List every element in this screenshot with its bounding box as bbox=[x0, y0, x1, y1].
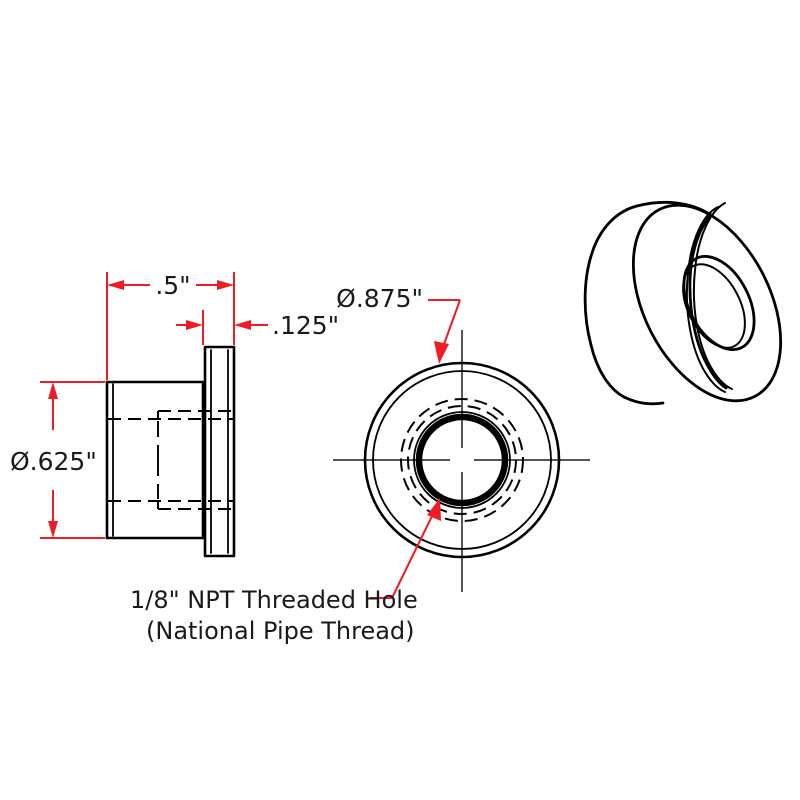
body-hidden-circle-outer bbox=[400, 398, 524, 522]
iso-flange-outer-ellipse bbox=[631, 203, 783, 403]
flange-inner-edge-circle bbox=[372, 370, 552, 550]
arrow-left bbox=[107, 280, 124, 290]
arrow-top bbox=[48, 382, 58, 399]
iso-flange-thickness-edge bbox=[685, 206, 726, 393]
isometric-3d-view bbox=[583, 200, 783, 406]
callout-note: 1/8" NPT Threaded Hole (National Pipe Th… bbox=[130, 586, 418, 645]
dimension-label-flange-thickness: .125" bbox=[272, 311, 339, 340]
iso-body-bottom-edge bbox=[622, 395, 665, 406]
side-body-outline bbox=[105, 380, 205, 540]
dimension-flange-thickness: .125" bbox=[176, 290, 339, 345]
leader-arrowhead bbox=[434, 341, 449, 364]
side-section-view: .5" .125" Ø.625" bbox=[10, 271, 339, 558]
note-line-1: 1/8" NPT Threaded Hole bbox=[130, 586, 418, 614]
front-circular-view: Ø.875" bbox=[333, 284, 590, 599]
side-flange-outline bbox=[203, 345, 236, 558]
npt-hole-outer-circle bbox=[413, 411, 511, 509]
flange-outer-circle bbox=[363, 361, 561, 559]
arrow-bottom bbox=[48, 521, 58, 538]
iso-bore-inner-ellipse bbox=[682, 263, 746, 349]
leader-line-diagonal bbox=[442, 299, 461, 348]
dimension-body-diameter: Ø.625" bbox=[10, 381, 105, 539]
npt-leader-arrowhead bbox=[427, 498, 441, 521]
iso-body-silhouette bbox=[583, 204, 639, 399]
leader-npt-note bbox=[370, 498, 441, 599]
arrow-right bbox=[217, 280, 234, 290]
note-line-2: (National Pipe Thread) bbox=[146, 617, 415, 645]
dimension-label-body-diameter: Ø.625" bbox=[10, 447, 97, 476]
body-hidden-circle-inner bbox=[407, 405, 517, 515]
npt-leader-diagonal bbox=[391, 511, 435, 599]
dimension-label-flange-diameter: Ø.875" bbox=[336, 284, 423, 313]
npt-hole-thread-ring bbox=[415, 413, 509, 507]
iso-bore-counterbore-ellipse bbox=[682, 255, 756, 351]
dimension-body-length: .5" bbox=[106, 271, 235, 380]
arrow-flange-left bbox=[186, 320, 203, 330]
dimension-label-body-length: .5" bbox=[155, 271, 190, 300]
leader-flange-diameter: Ø.875" bbox=[336, 284, 461, 364]
iso-flange-thickness-edge-2 bbox=[692, 202, 733, 390]
arrow-flange-right bbox=[234, 320, 251, 330]
